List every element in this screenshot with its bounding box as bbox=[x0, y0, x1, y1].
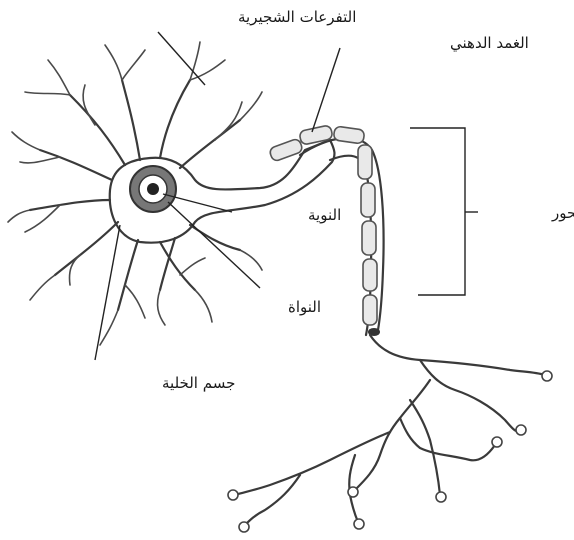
terminal-knob bbox=[354, 519, 364, 529]
terminal-knob bbox=[516, 425, 526, 435]
axon-bracket bbox=[410, 128, 478, 295]
terminal-knob bbox=[228, 490, 238, 500]
terminal-knob bbox=[436, 492, 446, 502]
terminal-knob bbox=[348, 487, 358, 497]
terminal-knob bbox=[239, 522, 249, 532]
terminal-knob bbox=[542, 371, 552, 381]
label-nucleus: النواة bbox=[288, 298, 321, 316]
label-axon: المحور bbox=[551, 204, 574, 222]
label-myelin-sheath: الغمد الدهني bbox=[450, 34, 529, 53]
axon-terminals bbox=[228, 335, 552, 532]
label-nucleolus: النوية bbox=[308, 206, 341, 224]
nucleolus bbox=[147, 183, 159, 195]
label-dendrites: التفرعات الشجيرية bbox=[238, 8, 356, 26]
label-cell-body: جسم الخلية bbox=[162, 374, 235, 392]
terminal-knob bbox=[492, 437, 502, 447]
myelin-sheath bbox=[269, 125, 380, 336]
